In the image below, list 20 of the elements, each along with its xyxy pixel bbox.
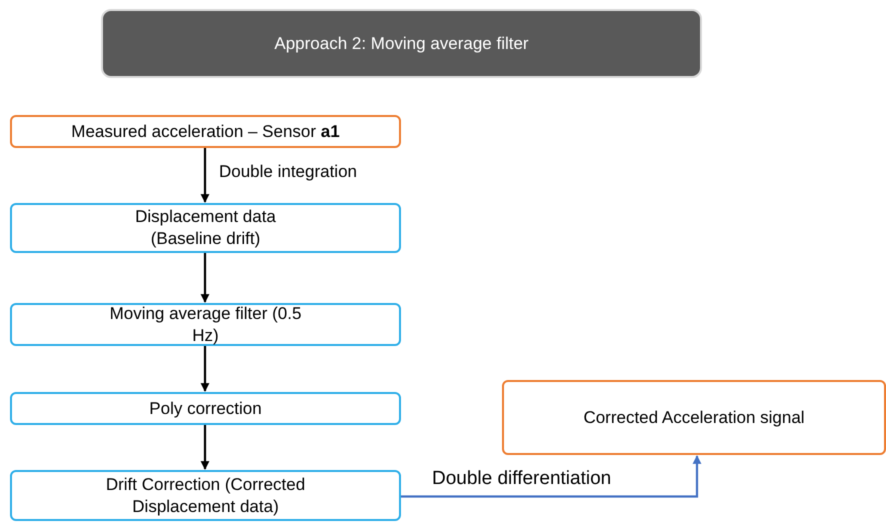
node-text: Moving average filter (0.5 Hz) xyxy=(108,302,302,346)
process-box xyxy=(10,392,401,425)
process-box xyxy=(10,115,401,148)
node-text: Measured acceleration – Sensor a1 xyxy=(71,120,340,142)
edge-label: Double integration xyxy=(217,162,359,182)
process-box xyxy=(10,470,401,521)
node-text: Displacement data (Baseline drift) xyxy=(134,206,277,250)
node-text: Approach 2: Moving average filter xyxy=(274,32,529,54)
process-box xyxy=(502,380,886,455)
node-text: Poly correction xyxy=(149,398,262,420)
process-box xyxy=(10,303,401,346)
arrow xyxy=(401,455,702,498)
arrow xyxy=(200,425,210,470)
node-text: Drift Correction (Corrected Displacement data) xyxy=(104,474,306,518)
process-box xyxy=(10,203,401,253)
node-text: Corrected Acceleration signal xyxy=(583,406,805,428)
arrow xyxy=(200,148,210,203)
arrow xyxy=(200,346,210,392)
arrow xyxy=(200,253,210,303)
title-banner xyxy=(101,9,702,78)
